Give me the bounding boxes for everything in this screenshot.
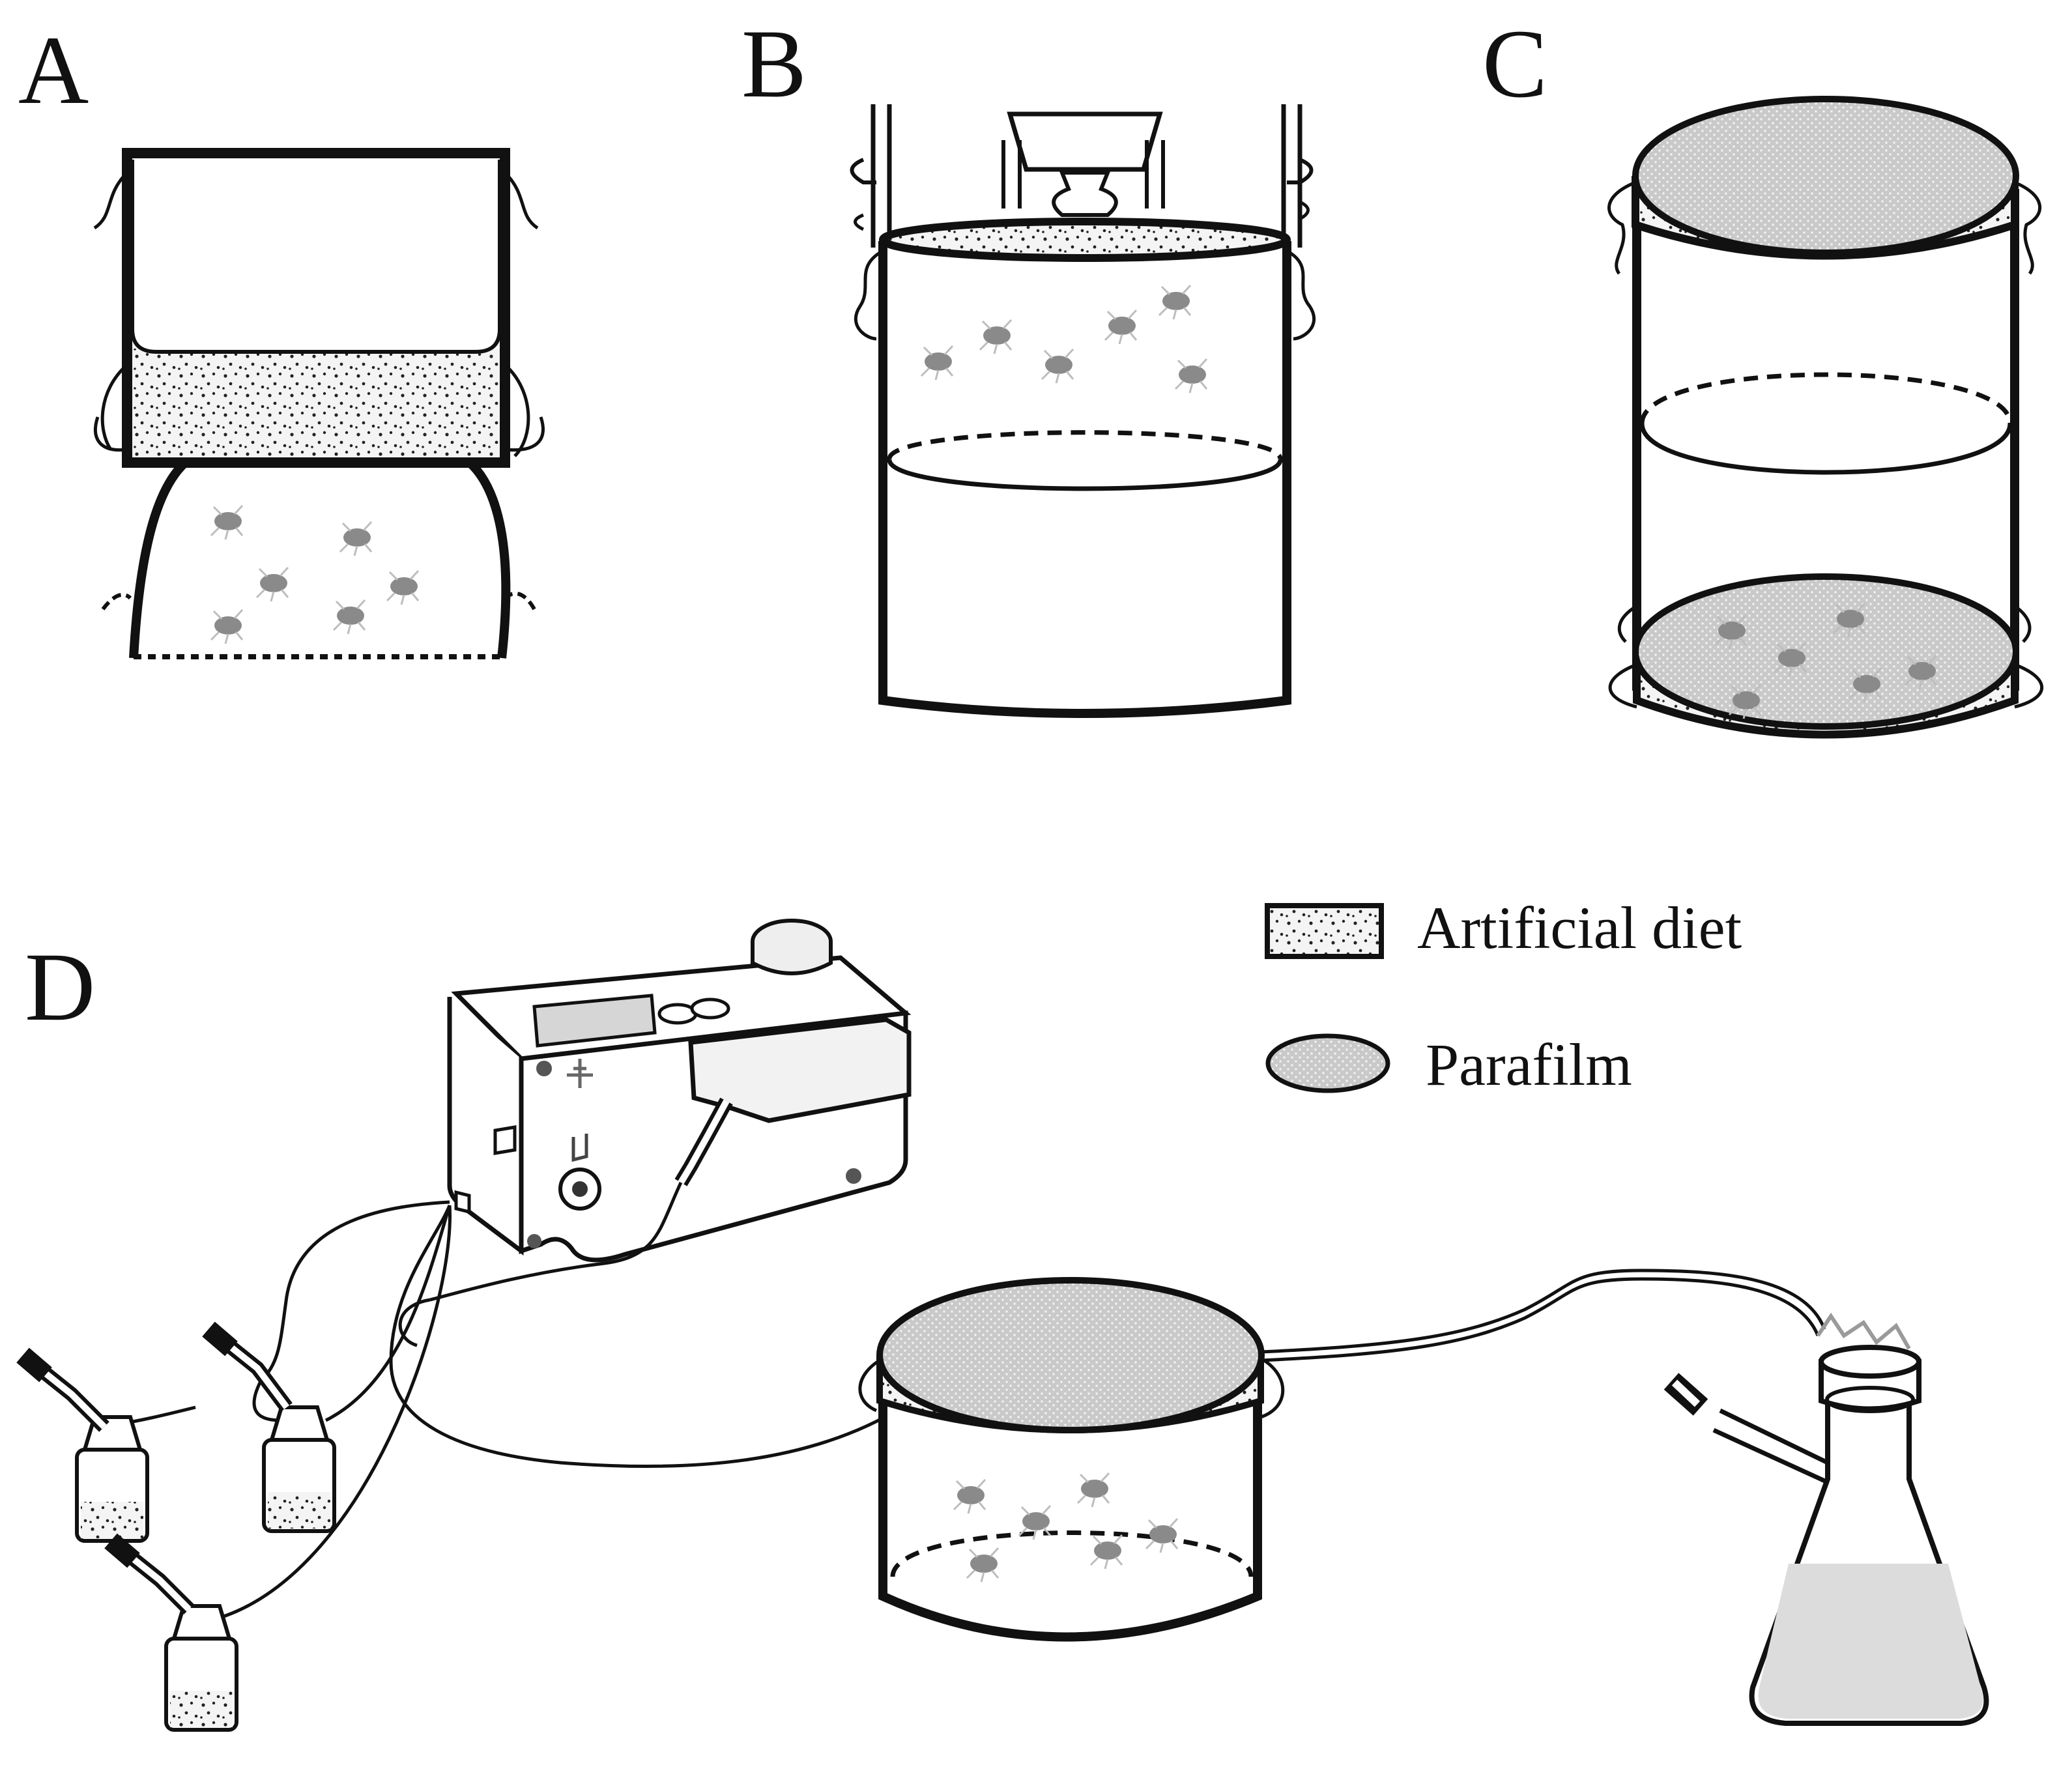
flask-side-arm bbox=[1712, 1408, 1829, 1485]
peristaltic-pump bbox=[429, 919, 912, 1302]
bottom-parafilm bbox=[1632, 573, 2019, 730]
panel-letter-d: D bbox=[25, 933, 95, 1041]
insect-chamber bbox=[129, 455, 511, 659]
rearing-container bbox=[858, 1277, 1285, 1642]
legend-film-swatch bbox=[1265, 1033, 1390, 1093]
pump-head-cover bbox=[688, 1017, 912, 1123]
diet-top-layer bbox=[879, 218, 1291, 262]
diet-layer bbox=[132, 349, 500, 457]
legend-diet-swatch bbox=[1265, 903, 1384, 959]
vial-3 bbox=[104, 1533, 238, 1732]
funnel bbox=[1007, 111, 1163, 172]
panel-letter-c: C bbox=[1482, 10, 1547, 118]
pump-button[interactable] bbox=[690, 997, 730, 1020]
stand-rod-left bbox=[871, 104, 892, 248]
stand-rod-right bbox=[1281, 104, 1302, 248]
container-parafilm bbox=[876, 1277, 1265, 1433]
pump-button[interactable] bbox=[657, 1003, 698, 1025]
panel-letter-a: A bbox=[18, 16, 89, 124]
vial-2 bbox=[202, 1321, 336, 1533]
funnel-nozzle bbox=[1052, 171, 1118, 217]
legend-diet-label: Artificial diet bbox=[1417, 895, 1742, 961]
panel-a: A bbox=[18, 16, 545, 659]
panel-b: B bbox=[741, 10, 1316, 718]
vial-1 bbox=[16, 1347, 149, 1543]
flask-liquid bbox=[1758, 1564, 1983, 1719]
panel-d: D bbox=[16, 919, 1989, 1732]
rearing-cylinder bbox=[878, 241, 1291, 718]
top-parafilm bbox=[1632, 96, 2019, 256]
erlenmeyer-flask bbox=[1663, 1312, 1989, 1726]
panel-letter-b: B bbox=[741, 10, 807, 118]
legend-film-label: Parafilm bbox=[1426, 1031, 1632, 1098]
pump-display bbox=[532, 994, 657, 1048]
panel-c: C bbox=[1482, 10, 2044, 739]
legend: Artificial diet Parafilm bbox=[1265, 895, 1742, 1098]
